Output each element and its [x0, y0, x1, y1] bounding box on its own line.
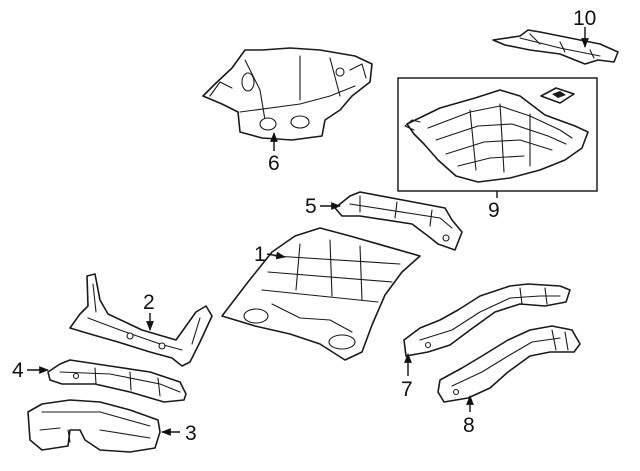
callout-5: 5	[305, 195, 317, 218]
part-5-seat-crossmember[interactable]	[334, 191, 463, 251]
part-10-rear-upper-rail[interactable]	[492, 29, 619, 65]
part-6-rear-tub[interactable]	[202, 47, 373, 141]
callout-1: 1	[254, 243, 266, 266]
part-9-rear-floor-pan[interactable]	[404, 87, 589, 183]
part-1-rear-floor[interactable]	[221, 227, 421, 361]
callout-8: 8	[463, 414, 475, 437]
callout-4: 4	[12, 359, 24, 382]
callout-9: 9	[488, 199, 500, 222]
callout-3: 3	[185, 422, 197, 445]
part-8-frame-rail-right[interactable]	[437, 325, 581, 403]
leader-1	[266, 251, 286, 260]
part-7-frame-rail-left[interactable]	[403, 283, 571, 357]
callout-7: 7	[401, 378, 413, 401]
callout-10: 10	[573, 7, 596, 30]
part-4-rear-crossmember[interactable]	[47, 359, 187, 403]
part-3-rear-closing-panel[interactable]	[27, 399, 161, 453]
callout-6: 6	[268, 152, 280, 175]
callout-2: 2	[143, 291, 155, 314]
part-2-seat-mount-rail[interactable]	[69, 273, 213, 367]
